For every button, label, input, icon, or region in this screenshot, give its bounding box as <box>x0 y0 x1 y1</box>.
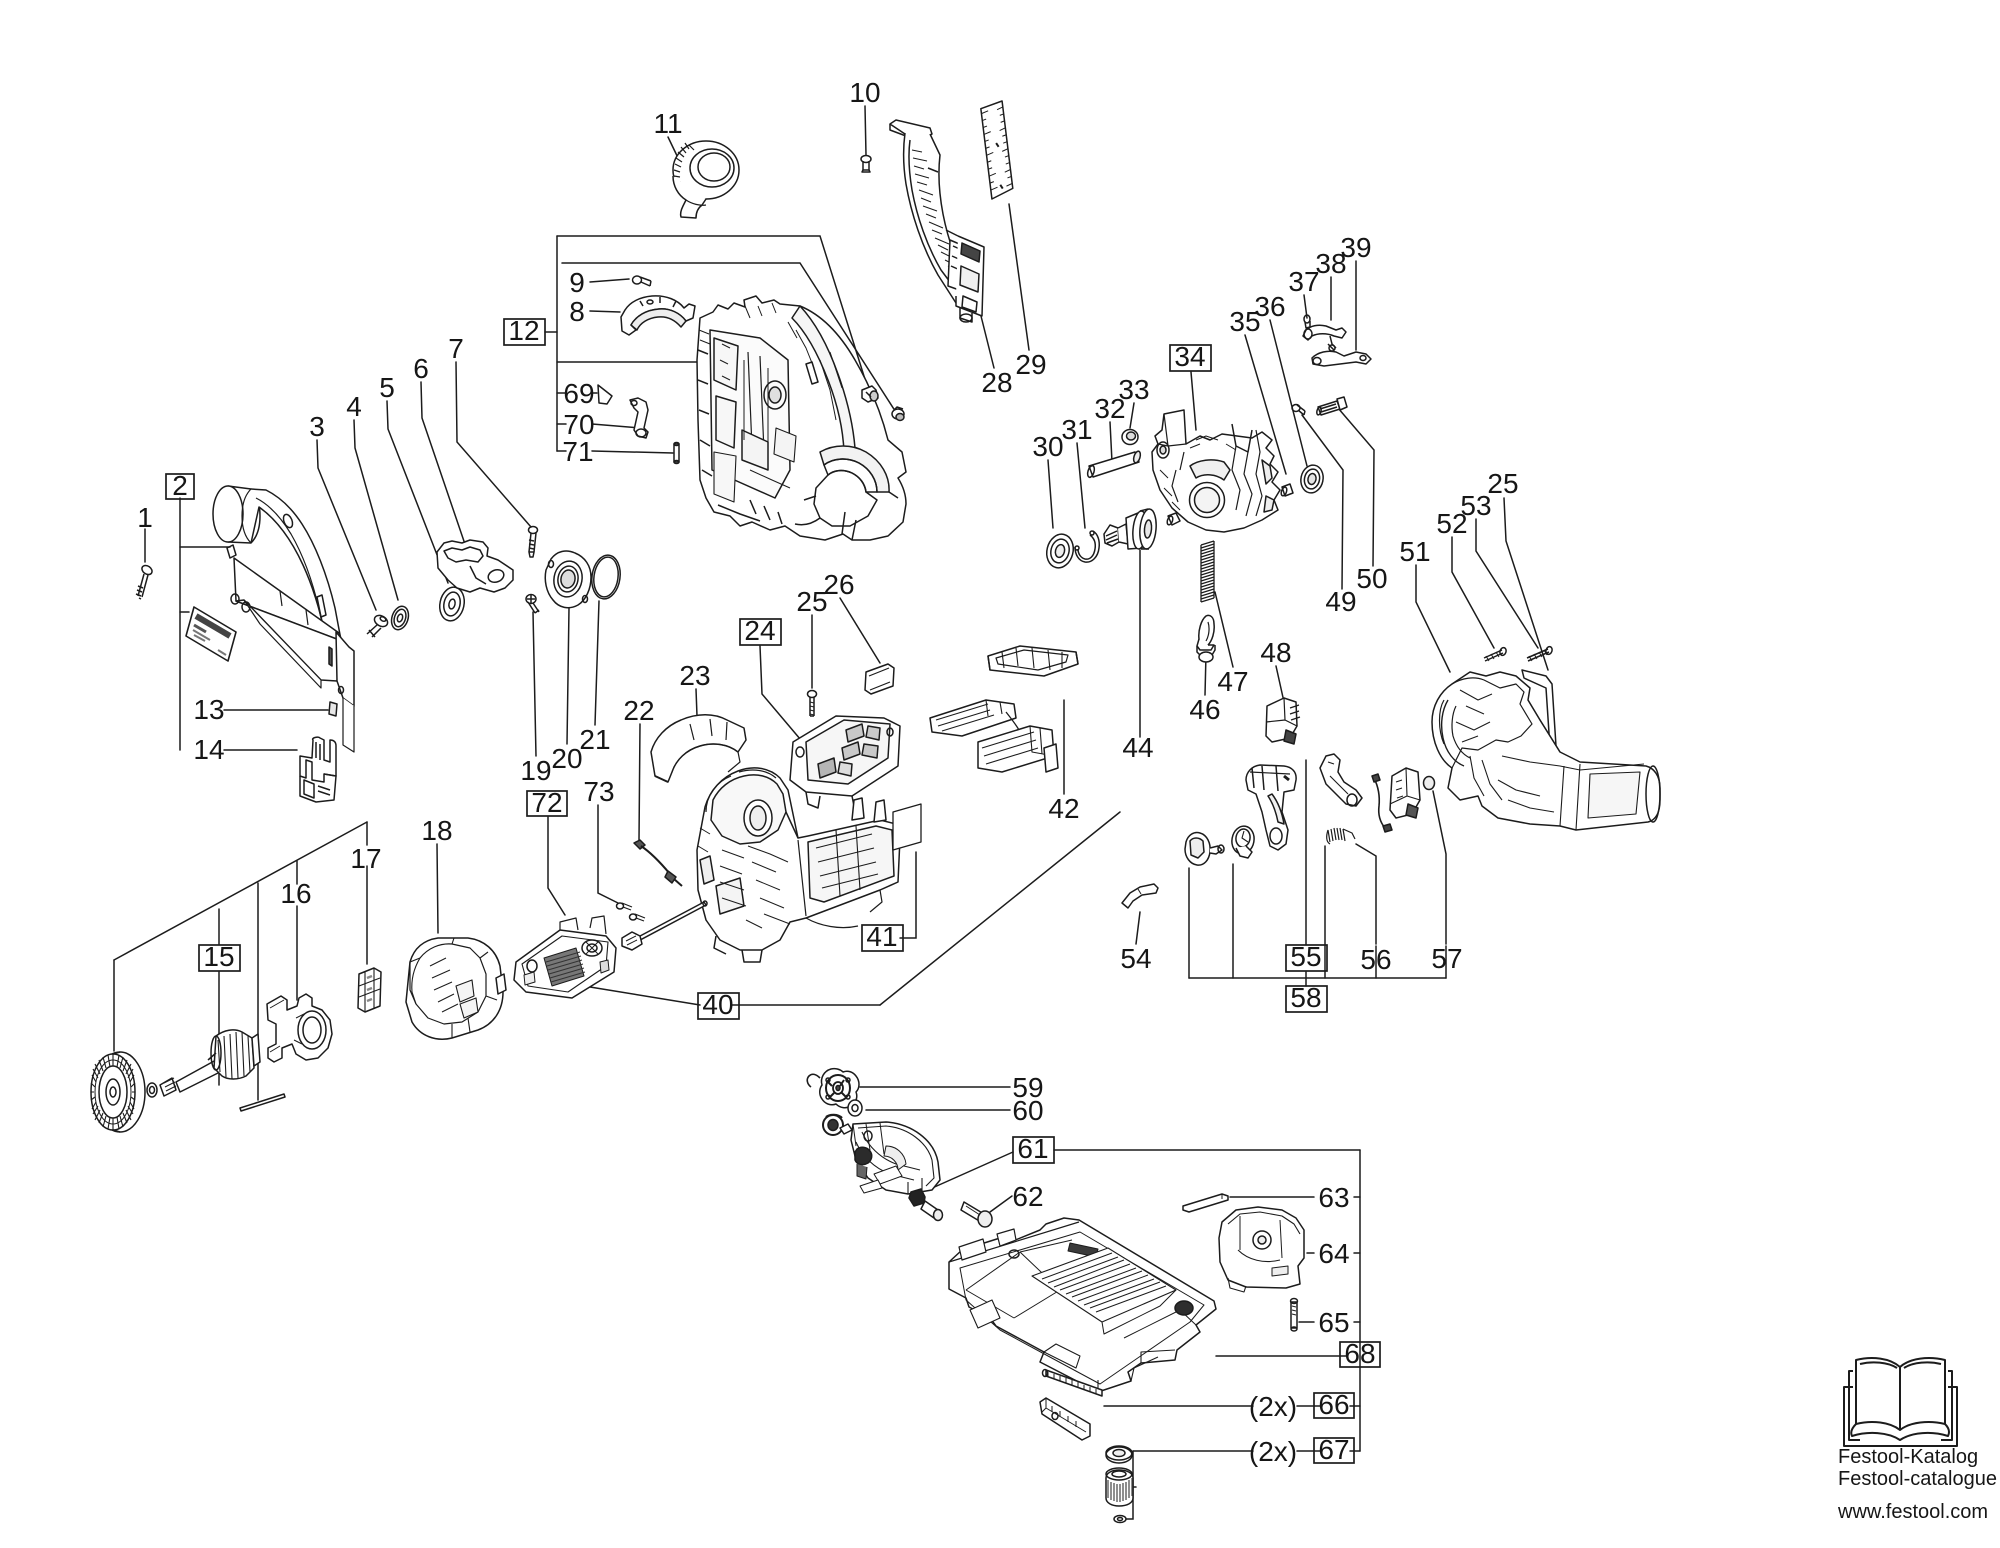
svg-text:4: 4 <box>346 391 362 422</box>
svg-text:25: 25 <box>1487 468 1518 499</box>
svg-text:68: 68 <box>1344 1338 1375 1369</box>
svg-text:18: 18 <box>421 815 452 846</box>
svg-text:52: 52 <box>1436 508 1467 539</box>
svg-text:62: 62 <box>1012 1181 1043 1212</box>
svg-text:70: 70 <box>563 409 594 440</box>
svg-text:39: 39 <box>1340 232 1371 263</box>
svg-text:63: 63 <box>1318 1182 1349 1213</box>
svg-text:(2x): (2x) <box>1249 1436 1297 1467</box>
svg-text:33: 33 <box>1118 374 1149 405</box>
svg-text:48: 48 <box>1260 637 1291 668</box>
svg-text:14: 14 <box>193 734 224 765</box>
svg-text:35: 35 <box>1229 306 1260 337</box>
svg-text:23: 23 <box>679 660 710 691</box>
svg-text:25: 25 <box>796 586 827 617</box>
svg-text:Festool-Katalog: Festool-Katalog <box>1838 1446 1978 1468</box>
svg-text:56: 56 <box>1360 944 1391 975</box>
svg-text:57: 57 <box>1431 943 1462 974</box>
svg-text:www.festool.com: www.festool.com <box>1837 1501 1988 1523</box>
svg-text:12: 12 <box>508 315 539 346</box>
svg-text:64: 64 <box>1318 1238 1349 1269</box>
svg-text:36: 36 <box>1254 291 1285 322</box>
svg-text:7: 7 <box>448 333 464 364</box>
svg-text:6: 6 <box>413 353 429 384</box>
svg-text:42: 42 <box>1048 793 1079 824</box>
svg-text:22: 22 <box>623 695 654 726</box>
svg-text:41: 41 <box>866 921 897 952</box>
svg-text:(2x): (2x) <box>1249 1391 1297 1422</box>
svg-text:Festool-catalogue: Festool-catalogue <box>1838 1468 1997 1490</box>
svg-text:24: 24 <box>744 615 775 646</box>
svg-text:19: 19 <box>520 755 551 786</box>
svg-text:72: 72 <box>531 787 562 818</box>
svg-text:21: 21 <box>579 724 610 755</box>
svg-text:55: 55 <box>1290 941 1321 972</box>
svg-text:17: 17 <box>350 843 381 874</box>
svg-text:47: 47 <box>1217 666 1248 697</box>
svg-text:3: 3 <box>309 411 325 442</box>
svg-text:11: 11 <box>653 108 682 139</box>
svg-text:40: 40 <box>702 989 733 1020</box>
svg-text:29: 29 <box>1015 349 1046 380</box>
svg-text:46: 46 <box>1189 694 1220 725</box>
svg-text:20: 20 <box>551 743 582 774</box>
svg-text:44: 44 <box>1122 732 1153 763</box>
svg-text:49: 49 <box>1325 586 1356 617</box>
svg-text:59: 59 <box>1012 1072 1043 1103</box>
svg-text:67: 67 <box>1318 1434 1349 1465</box>
svg-text:51: 51 <box>1399 536 1430 567</box>
svg-text:5: 5 <box>379 372 395 403</box>
svg-text:66: 66 <box>1318 1389 1349 1420</box>
svg-text:61: 61 <box>1017 1133 1048 1164</box>
svg-text:15: 15 <box>203 941 234 972</box>
svg-text:69: 69 <box>563 378 594 409</box>
svg-text:30: 30 <box>1032 431 1063 462</box>
svg-text:53: 53 <box>1460 490 1491 521</box>
svg-text:2: 2 <box>172 470 188 501</box>
svg-text:60: 60 <box>1012 1095 1043 1126</box>
svg-text:16: 16 <box>280 878 311 909</box>
svg-text:58: 58 <box>1290 982 1321 1013</box>
svg-text:13: 13 <box>193 694 224 725</box>
svg-text:31: 31 <box>1061 414 1092 445</box>
svg-text:37: 37 <box>1288 266 1319 297</box>
svg-text:26: 26 <box>823 569 854 600</box>
svg-text:65: 65 <box>1318 1307 1349 1338</box>
svg-text:1: 1 <box>137 502 153 533</box>
svg-text:28: 28 <box>981 367 1012 398</box>
svg-text:50: 50 <box>1356 563 1387 594</box>
svg-text:32: 32 <box>1094 393 1125 424</box>
svg-text:54: 54 <box>1120 943 1151 974</box>
svg-text:34: 34 <box>1174 341 1205 372</box>
svg-text:73: 73 <box>583 776 614 807</box>
svg-text:38: 38 <box>1315 248 1346 279</box>
svg-text:71: 71 <box>562 436 593 467</box>
svg-text:9: 9 <box>569 267 585 298</box>
svg-text:10: 10 <box>849 77 880 108</box>
svg-text:8: 8 <box>569 296 585 327</box>
